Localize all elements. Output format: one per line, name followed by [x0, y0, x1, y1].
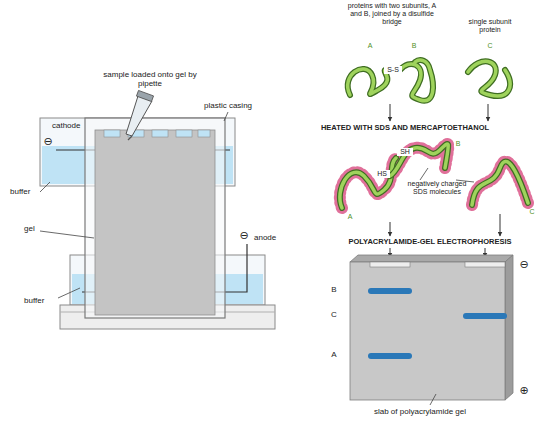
- caption-label: proteins with two subunits, A and B, joi…: [346, 2, 438, 26]
- band-label: C: [328, 310, 340, 319]
- leader-lines: [40, 112, 228, 298]
- denatured-proteins: [340, 144, 528, 208]
- electrode-label: anode: [254, 233, 276, 242]
- band-label: A: [328, 350, 340, 359]
- step-label: POLYACRYLAMIDE-GEL ELECTROPHORESIS: [330, 238, 530, 247]
- band: [368, 353, 412, 359]
- group-label: SH: [397, 148, 413, 156]
- subunit-label: A: [364, 42, 376, 50]
- sds-leaders: [420, 168, 474, 182]
- plastic-plate: [85, 118, 225, 318]
- caption-label: single subunit protein: [457, 18, 523, 34]
- protein-panel: [340, 60, 528, 405]
- subunit-label: B: [408, 42, 420, 50]
- band-label: B: [328, 285, 340, 294]
- wells: [104, 130, 210, 137]
- apparatus: [40, 90, 275, 329]
- subunit-label: B: [452, 140, 464, 148]
- part-label: gel: [24, 224, 35, 233]
- polarity-symbol: ⊖: [40, 136, 56, 147]
- band: [368, 288, 412, 294]
- polarity-symbol: ⊕: [516, 385, 532, 396]
- part-label: slab of polyacrylamide gel: [335, 407, 505, 416]
- callout-label: negatively charged SDS molecules: [406, 180, 468, 196]
- polarity-symbol: ⊖: [516, 259, 532, 270]
- native-proteins: [348, 60, 510, 101]
- subunit-label: C: [526, 208, 538, 216]
- part-label: buffer: [24, 296, 44, 305]
- pipette: [126, 90, 154, 140]
- bond-label: S-S: [384, 66, 402, 74]
- part-label: buffer: [10, 187, 30, 196]
- gel-slab: [95, 130, 215, 315]
- subunit-label: A: [344, 213, 356, 221]
- gel-slab-3d: [350, 255, 513, 400]
- band: [463, 313, 507, 319]
- polarity-symbol: ⊖: [235, 230, 253, 241]
- callout-label: sample loaded onto gel by pipette: [91, 70, 209, 88]
- subunit-label: C: [484, 42, 496, 50]
- part-label: plastic casing: [204, 101, 252, 110]
- group-label: HS: [374, 170, 390, 178]
- leader-line: [430, 394, 436, 405]
- electrode-label: cathode: [52, 121, 80, 130]
- step-label: HEATED WITH SDS AND MERCAPTOETHANOL: [270, 124, 540, 133]
